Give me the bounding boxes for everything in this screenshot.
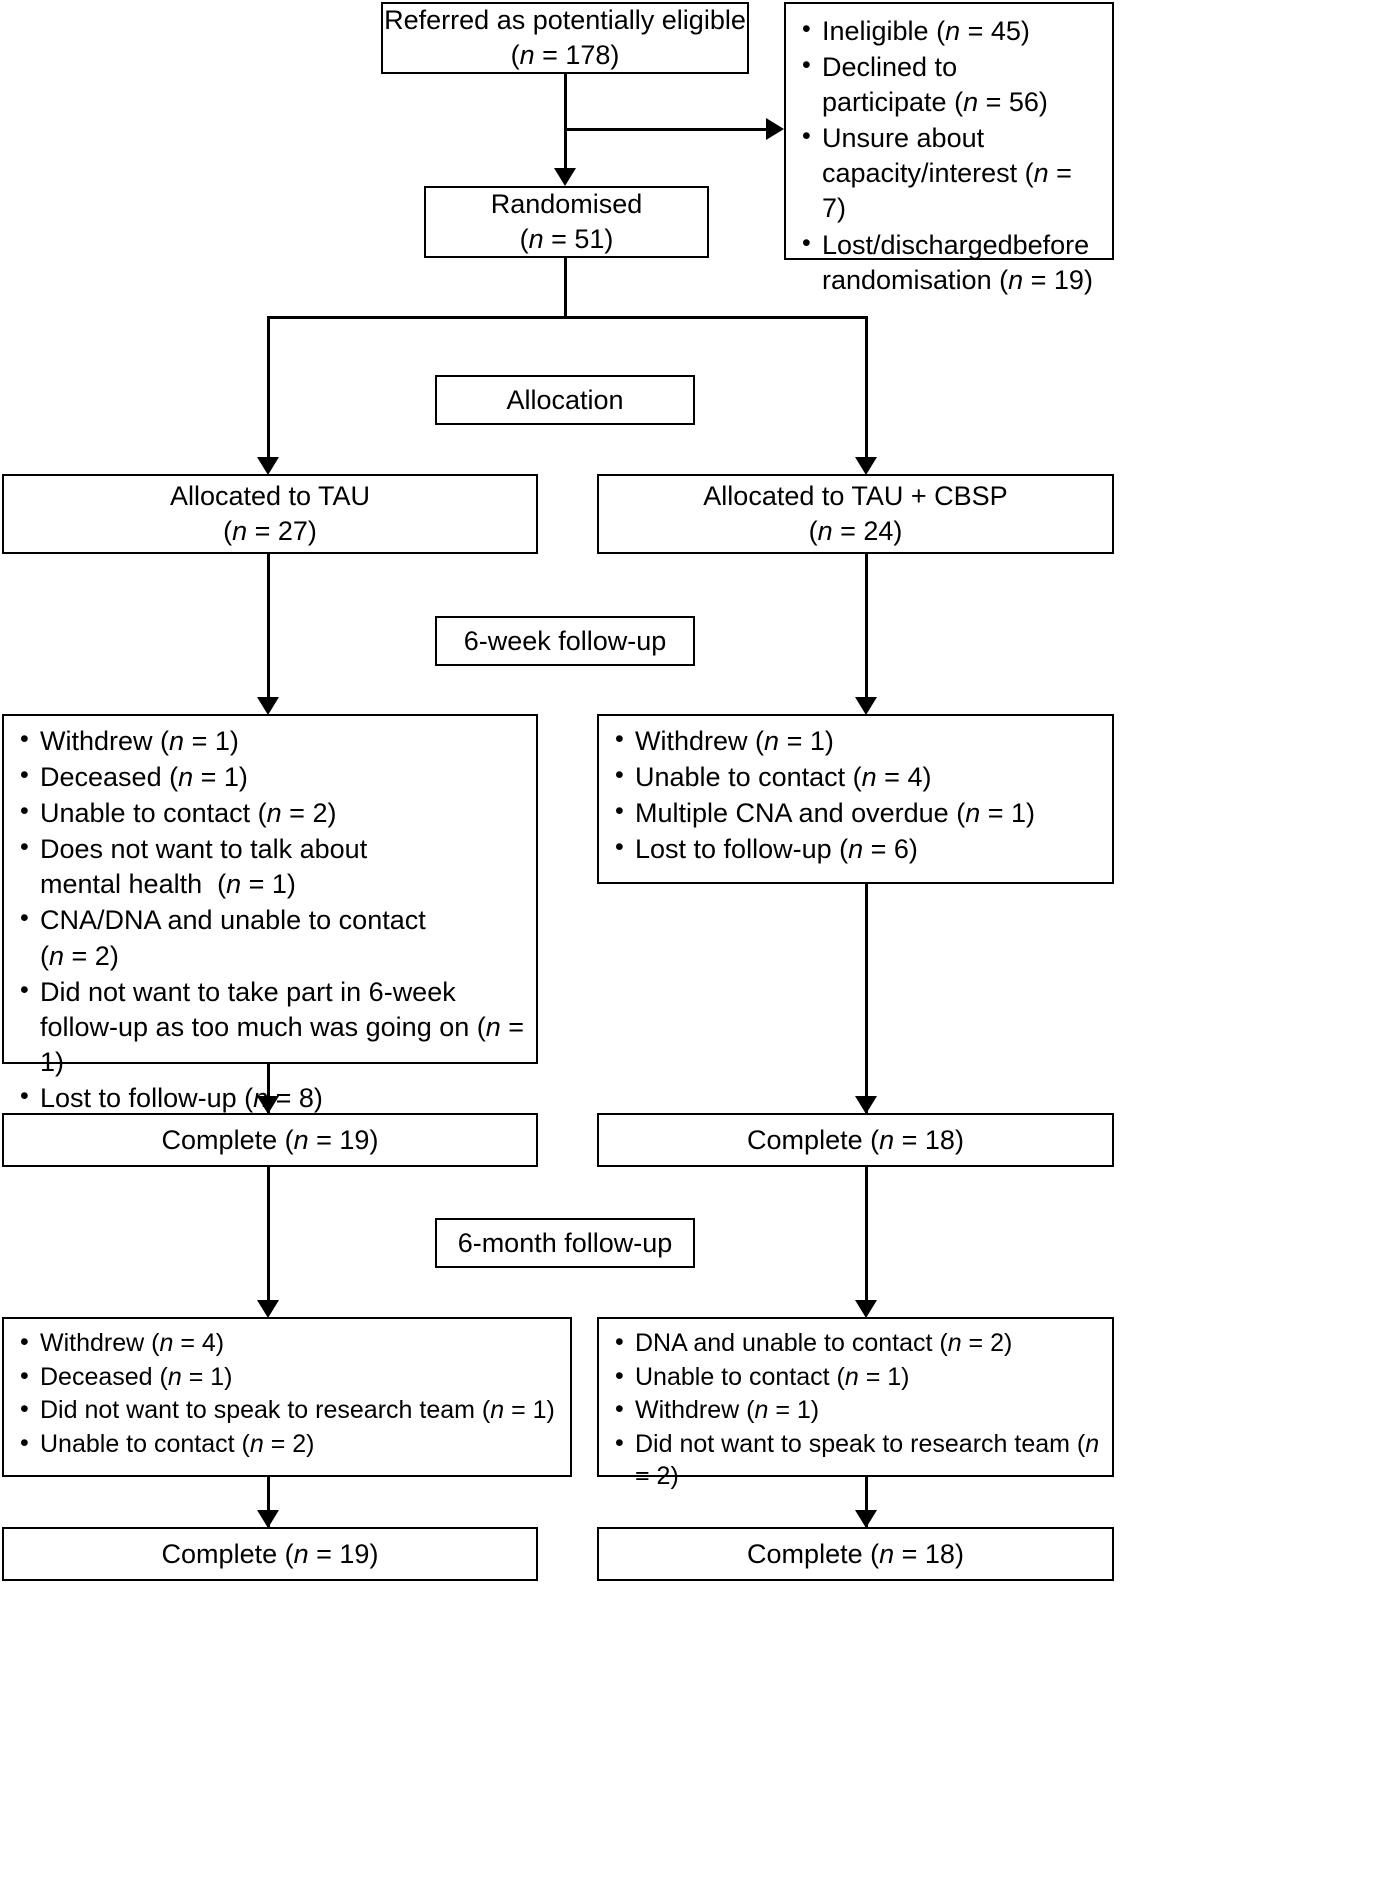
node-referred-line2: (n = 178) — [510, 40, 620, 70]
arrow-to-excluded — [766, 118, 784, 140]
connector-6w-complete-cbsp-to-6m — [865, 1167, 868, 1307]
node-referred-line1: Referred as potentially eligible — [384, 5, 746, 36]
connector-6w-tau-to-complete — [267, 1064, 270, 1116]
node-6week-dropouts-cbsp: Withdrew (n = 1) Unable to contact (n = … — [597, 714, 1114, 884]
node-allocated-tau: Allocated to TAU (n = 27) — [2, 474, 538, 554]
connector-6m-cbsp-to-complete — [865, 1477, 868, 1529]
connector-allocation-split — [267, 316, 867, 319]
list-item: Lost/dischargedbefore randomisation (n =… — [800, 227, 1102, 298]
connector-6w-cbsp-to-complete — [865, 884, 868, 1116]
arrow-cbsp-to-6w — [855, 697, 877, 715]
arrow-allocation-right — [855, 457, 877, 475]
node-randomised-line1: Randomised — [490, 189, 643, 220]
node-6month-dropouts-cbsp: DNA and unable to contact (n = 2) Unable… — [597, 1317, 1114, 1490]
arrow-allocation-left — [257, 457, 279, 475]
stage-label-allocation-text: Allocation — [506, 384, 624, 415]
node-randomised-line2: (n = 51) — [519, 224, 614, 254]
node-excluded: Ineligible (n = 45) Declined to particip… — [784, 2, 1114, 295]
node-referred: Referred as potentially eligible (n = 17… — [381, 2, 749, 74]
list-item: Unable to contact (n = 2) — [18, 1427, 560, 1461]
connector-referred-to-excluded — [564, 128, 766, 131]
node-allocated-tau-cbsp: Allocated to TAU + CBSP (n = 24) — [597, 474, 1114, 554]
node-randomised: Randomised (n = 51) — [424, 186, 709, 258]
connector-randomised-stem — [564, 258, 567, 318]
6month-dropouts-tau-list: Withdrew (n = 4) Deceased (n = 1) Did no… — [18, 1326, 560, 1461]
node-6week-dropouts-tau: Withdrew (n = 1) Deceased (n = 1) Unable… — [2, 714, 538, 1113]
stage-label-6week-text: 6-week follow-up — [463, 625, 667, 656]
node-6month-dropouts-tau: Withdrew (n = 4) Deceased (n = 1) Did no… — [2, 1317, 572, 1477]
excluded-list: Ineligible (n = 45) Declined to particip… — [800, 13, 1102, 298]
list-item: Unable to contact (n = 2) — [18, 795, 526, 831]
list-item: Deceased (n = 1) — [18, 759, 526, 795]
connector-tau-to-6w — [267, 554, 270, 702]
connector-cbsp-to-6w — [865, 554, 868, 702]
node-complete-6week-tau-text: Complete (n = 19) — [161, 1124, 379, 1155]
list-item: Did not want to take part in 6-week foll… — [18, 974, 526, 1080]
stage-label-6week: 6-week follow-up — [435, 616, 695, 666]
6week-dropouts-tau-list: Withdrew (n = 1) Deceased (n = 1) Unable… — [18, 723, 526, 1116]
list-item: Declined to participate (n = 56) — [800, 49, 1102, 120]
list-item: Unable to contact (n = 1) — [613, 1360, 1102, 1394]
arrow-tau-to-6w — [257, 697, 279, 715]
arrow-6w-cbsp-to-complete — [855, 1096, 877, 1114]
list-item: Did not want to speak to research team (… — [613, 1427, 1102, 1493]
node-complete-6week-tau: Complete (n = 19) — [2, 1113, 538, 1167]
node-complete-6week-cbsp: Complete (n = 18) — [597, 1113, 1114, 1167]
node-complete-6month-tau: Complete (n = 19) — [2, 1527, 538, 1581]
list-item: CNA/DNA and unable to contact (n = 2) — [18, 902, 526, 973]
stage-label-6month: 6-month follow-up — [435, 1218, 695, 1268]
list-item: Withdrew (n = 1) — [613, 723, 1102, 759]
list-item: Did not want to speak to research team (… — [18, 1393, 560, 1427]
node-allocated-tau-line1: Allocated to TAU — [169, 481, 371, 512]
list-item: DNA and unable to contact (n = 2) — [613, 1326, 1102, 1360]
6week-dropouts-cbsp-list: Withdrew (n = 1) Unable to contact (n = … — [613, 723, 1102, 867]
6month-dropouts-cbsp-list: DNA and unable to contact (n = 2) Unable… — [613, 1326, 1102, 1493]
stage-label-6month-text: 6-month follow-up — [457, 1227, 673, 1258]
connector-referred-to-randomised — [564, 74, 567, 173]
list-item: Deceased (n = 1) — [18, 1360, 560, 1394]
list-item: Lost to follow-up (n = 8) — [18, 1080, 526, 1116]
node-complete-6week-cbsp-text: Complete (n = 18) — [747, 1124, 964, 1155]
node-allocated-tau-cbsp-line1: Allocated to TAU + CBSP — [703, 481, 1008, 512]
node-allocated-tau-line2: (n = 27) — [223, 516, 317, 546]
list-item: Withdrew (n = 1) — [613, 1393, 1102, 1427]
list-item: Multiple CNA and overdue (n = 1) — [613, 795, 1102, 831]
node-complete-6month-cbsp-text: Complete (n = 18) — [747, 1538, 964, 1569]
arrow-6w-complete-cbsp-to-6m — [855, 1300, 877, 1318]
arrow-6m-cbsp-to-complete — [855, 1510, 877, 1528]
connector-allocation-left-drop — [267, 316, 270, 462]
connector-allocation-right-drop — [865, 316, 868, 462]
list-item: Does not want to talk about mental healt… — [18, 831, 526, 902]
connector-6m-tau-to-complete — [267, 1477, 270, 1529]
list-item: Unable to contact (n = 4) — [613, 759, 1102, 795]
arrow-6w-complete-tau-to-6m — [257, 1300, 279, 1318]
list-item: Ineligible (n = 45) — [800, 13, 1102, 49]
arrow-6m-tau-to-complete — [257, 1510, 279, 1528]
connector-6w-complete-tau-to-6m — [267, 1167, 270, 1307]
arrow-6w-tau-to-complete — [257, 1096, 279, 1114]
stage-label-allocation: Allocation — [435, 375, 695, 425]
list-item: Lost to follow-up (n = 6) — [613, 831, 1102, 867]
list-item: Unsure about capacity/interest (n = 7) — [800, 120, 1102, 226]
node-allocated-tau-cbsp-line2: (n = 24) — [808, 516, 903, 546]
list-item: Withdrew (n = 1) — [18, 723, 526, 759]
arrow-referred-to-randomised — [554, 168, 576, 186]
list-item: Withdrew (n = 4) — [18, 1326, 560, 1360]
node-complete-6month-cbsp: Complete (n = 18) — [597, 1527, 1114, 1581]
node-complete-6month-tau-text: Complete (n = 19) — [161, 1538, 379, 1569]
